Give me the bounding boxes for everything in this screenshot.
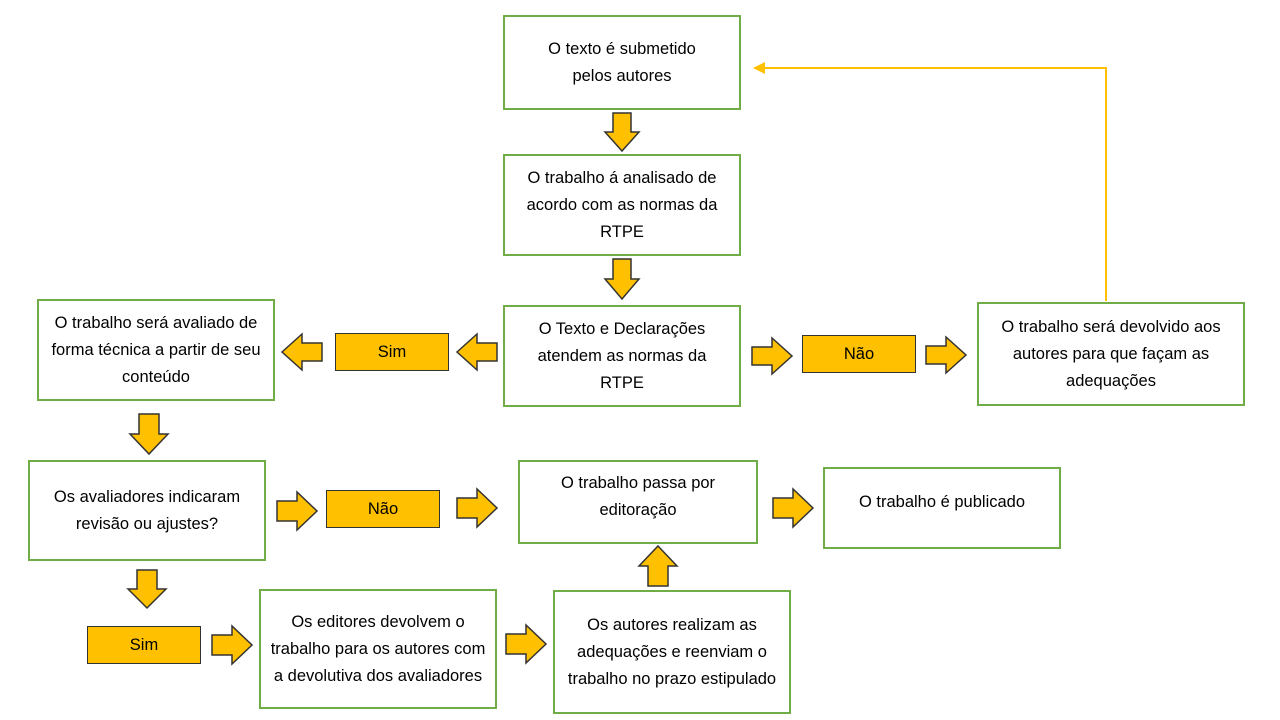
label-nao-2: Não	[326, 490, 440, 528]
node-reviewers-indicated-text: Os avaliadores indicaram revisão ou ajus…	[53, 487, 241, 533]
label-nao-1: Não	[802, 335, 916, 373]
node-meets-norms-text: O Texto e Declarações atendem as normas …	[537, 319, 707, 392]
arrow-left-icon	[455, 332, 498, 372]
arrow-right-icon	[925, 335, 968, 375]
arrow-right-icon	[276, 490, 319, 532]
arrow-right-icon	[505, 623, 548, 665]
arrow-down-icon	[128, 413, 170, 456]
arrow-down-icon	[603, 112, 641, 153]
arrow-up-icon	[637, 544, 679, 587]
label-sim-2: Sim	[87, 626, 201, 664]
node-meets-norms: O Texto e Declarações atendem as normas …	[503, 305, 741, 407]
node-submit-text: O texto é submetido pelos autores	[548, 39, 696, 85]
arrow-right-icon	[772, 487, 815, 529]
arrow-right-icon	[211, 624, 254, 666]
label-nao-1-text: Não	[843, 344, 875, 363]
node-editing-text: O trabalho passa por editoração	[560, 474, 716, 519]
node-editors-return: Os editores devolvem o trabalho para os …	[259, 589, 497, 709]
arrow-left-icon	[280, 332, 323, 372]
node-returned-text: O trabalho será devolvido aos autores pa…	[1001, 317, 1221, 390]
node-analyze: O trabalho á analisado de acordo com as …	[503, 154, 741, 256]
arrow-right-icon	[751, 336, 794, 376]
node-submit: O texto é submetido pelos autores	[503, 15, 741, 110]
node-technical-review-text: O trabalho será avaliado de forma técnic…	[51, 313, 261, 386]
node-authors-adjust: Os autores realizam as adequações e reen…	[553, 590, 791, 714]
node-editors-return-text: Os editores devolvem o trabalho para os …	[270, 612, 486, 685]
arrow-down-icon	[603, 258, 641, 301]
node-technical-review: O trabalho será avaliado de forma técnic…	[37, 299, 275, 401]
node-published: O trabalho é publicado	[823, 467, 1061, 549]
arrow-right-icon	[456, 487, 499, 529]
label-sim-1-text: Sim	[377, 342, 407, 361]
label-nao-2-text: Não	[367, 499, 399, 518]
node-reviewers-indicated: Os avaliadores indicaram revisão ou ajus…	[28, 460, 266, 561]
node-analyze-text: O trabalho á analisado de acordo com as …	[526, 168, 718, 241]
arrow-down-icon	[126, 569, 168, 610]
node-authors-adjust-text: Os autores realizam as adequações e reen…	[567, 615, 777, 688]
node-editing: O trabalho passa por editoração	[518, 460, 758, 544]
label-sim-1: Sim	[335, 333, 449, 371]
label-sim-2-text: Sim	[129, 635, 159, 654]
node-returned: O trabalho será devolvido aos autores pa…	[977, 302, 1245, 406]
node-published-text: O trabalho é publicado	[858, 493, 1026, 511]
